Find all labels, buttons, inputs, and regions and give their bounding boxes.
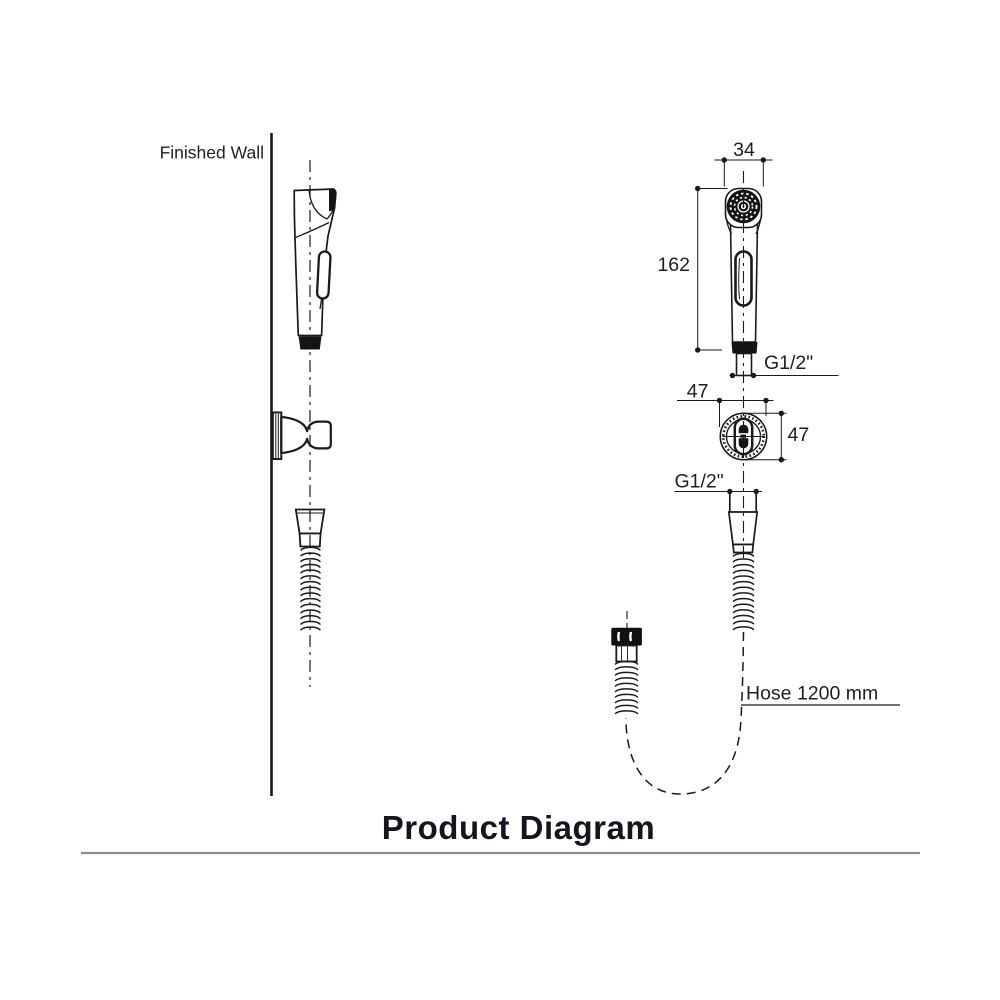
- hose-curve: [625, 631, 745, 795]
- dim-34: 34: [714, 139, 773, 187]
- sprayer-nozzle-face: [329, 189, 336, 212]
- holder-hook-body: [280, 416, 332, 454]
- fitting-coil: [614, 660, 639, 715]
- sprayer-head-edge: [326, 207, 336, 220]
- cap-highlight: [629, 631, 633, 642]
- left-sprayer-side-view: [293, 188, 337, 350]
- shoulder-left: [725, 219, 733, 235]
- sprayer-trigger-side: [315, 250, 332, 300]
- cap-highlight: [617, 631, 621, 642]
- dim-47-depth: 47: [744, 410, 810, 463]
- hose-end-fitting: [611, 611, 642, 663]
- shoulder-right: [755, 219, 762, 235]
- thread-top-text: G1/2": [764, 352, 813, 374]
- right-hose-coil: [732, 552, 755, 631]
- dim-dot: [750, 372, 757, 379]
- holder-wall-plate: [271, 411, 283, 460]
- dim-dot: [729, 372, 736, 379]
- trigger-inner-line: [738, 257, 740, 300]
- fitting-collar: [615, 644, 638, 663]
- bracket-top-view: [719, 412, 768, 461]
- dim-47-width: 47: [677, 381, 774, 427]
- finished-wall-label: Finished Wall: [160, 143, 264, 163]
- spray-hole-ring-inner: [733, 196, 754, 217]
- spray-hole-ring-outer: [729, 192, 758, 221]
- thread-bottom-text: G1/2": [675, 471, 724, 493]
- page-title: Product Diagram: [382, 809, 655, 846]
- handle-nut: [731, 342, 758, 354]
- dim-34-label: 34: [733, 139, 755, 161]
- thread-label-top: G1/2": [729, 352, 839, 379]
- hose-length-label: Hose 1200 mm: [746, 683, 878, 705]
- dim-162-label: 162: [657, 254, 690, 276]
- sprayer-seam-line: [294, 221, 330, 239]
- trigger-tail-line: [319, 298, 323, 310]
- thread-label-bottom: G1/2": [674, 471, 762, 495]
- wall-holder-side-view: [271, 411, 332, 460]
- dim-162: 162: [657, 185, 728, 353]
- hose-length-callout: Hose 1200 mm: [741, 683, 900, 706]
- fitting-hex-cap: [611, 627, 642, 646]
- dim-47w-label: 47: [687, 381, 709, 403]
- dim-47d-label: 47: [788, 424, 810, 446]
- wall-section: Finished Wall: [160, 133, 273, 796]
